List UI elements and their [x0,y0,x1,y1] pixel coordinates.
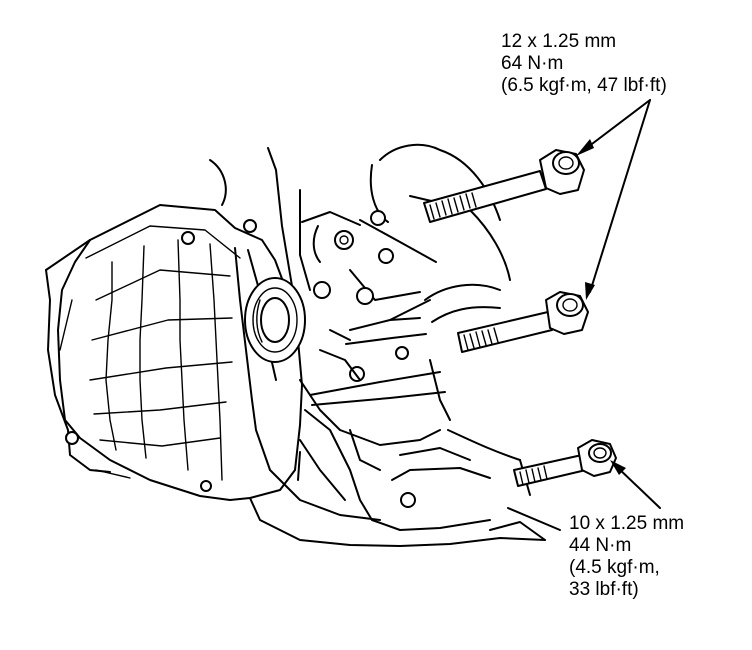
upper-bolt-torque-imperial: (6.5 kgf·m, 47 lbf·ft) [501,75,667,96]
lower-bolt-torque-nm: 44 N·m [569,535,632,556]
lower-bolt-torque-imperial-line2: 33 lbf·ft) [569,579,639,600]
lower-bolt [513,439,617,487]
lower-bolt-torque-imperial-line1: (4.5 kgf·m, [569,557,660,578]
upper-bolt-torque-nm: 64 N·m [501,53,564,74]
upper-bolt-2 [457,291,589,353]
lower-bolt-size: 10 x 1.25 mm [569,513,685,534]
upper-bolt-size: 12 x 1.25 mm [501,31,617,52]
transmission-housing [45,204,546,547]
upper-bolt-1 [423,149,585,223]
lower-leader-arrow [610,460,661,509]
upper-leader-arrows [576,99,651,300]
upper-bolt-torque-callout: 12 x 1.25 mm 64 N·m (6.5 kgf·m, 47 lbf·f… [501,31,667,97]
lower-bolt-torque-callout: 10 x 1.25 mm 44 N·m (4.5 kgf·m, 33 lbf·f… [569,513,684,601]
